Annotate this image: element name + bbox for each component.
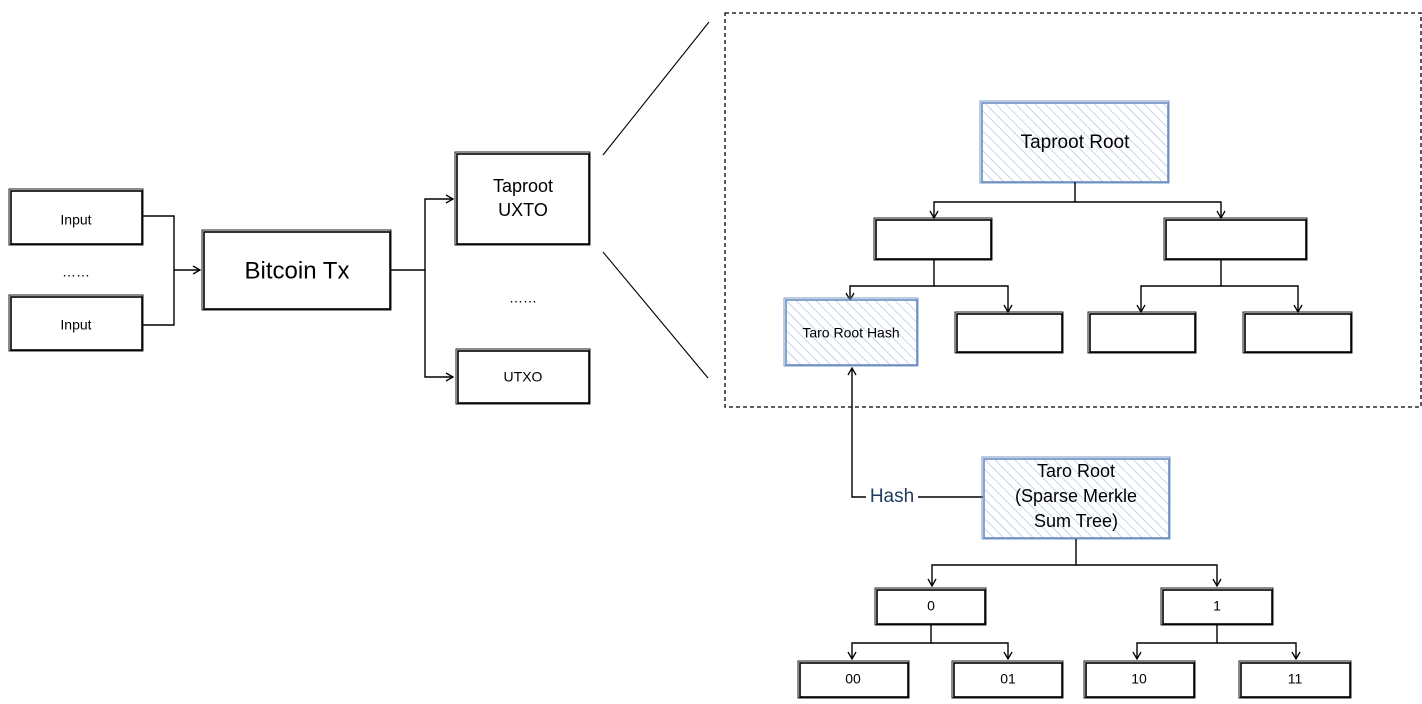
smst-node-0-label: 0 (927, 598, 935, 614)
smst-leaf-01[interactable]: 01 (951, 660, 1064, 699)
edge-taro-root-1 (1076, 564, 1222, 588)
taro-root-hash-label: Taro Root Hash (802, 325, 899, 341)
bitcoin-tx-label: Bitcoin Tx (245, 257, 350, 284)
zoom-line-top (602, 21, 710, 156)
edge-branch-left-taro-hash (845, 260, 935, 302)
taproot-leaf-2[interactable] (954, 311, 1064, 354)
taproot-uxto-node[interactable]: Taproot UXTO (454, 151, 591, 246)
input-node-2-label: Input (60, 317, 91, 333)
input-node-1-label: Input (60, 212, 91, 228)
input-node-2[interactable]: Input (8, 294, 144, 352)
edge-tx-utxo (424, 270, 455, 382)
smst-leaf-11-label: 11 (1288, 671, 1303, 687)
smst-leaf-10-label: 10 (1131, 671, 1147, 687)
smst-leaf-11[interactable]: 11 (1238, 660, 1352, 699)
edge-0-00 (847, 625, 932, 661)
taproot-uxto-label-line2: UXTO (498, 200, 548, 220)
edge-hash (847, 366, 983, 498)
taproot-tree-region (724, 12, 1422, 408)
input-node-1[interactable]: Input (8, 188, 144, 246)
inputs-ellipsis: …… (62, 264, 90, 280)
hash-label-bg (866, 484, 918, 508)
edge-0-01 (931, 642, 1013, 661)
taproot-branch-right[interactable] (1163, 217, 1308, 261)
smst-node-1-label: 1 (1213, 598, 1221, 614)
taro-root-node[interactable]: Taro Root (Sparse Merkle Sum Tree) (981, 456, 1171, 540)
smst-node-0[interactable]: 0 (874, 587, 987, 626)
smst-leaf-00[interactable]: 00 (797, 660, 910, 699)
edge-tx-taproot-uxto (391, 194, 455, 271)
taro-root-label-line3: Sum Tree) (1034, 511, 1118, 531)
taproot-branch-left[interactable] (873, 217, 993, 261)
edge-input2-tx (143, 270, 175, 326)
edge-taproot-root-right (1075, 201, 1226, 220)
edge-input1-tx (143, 215, 202, 275)
taproot-leaf-4[interactable] (1242, 311, 1353, 354)
taro-root-hash-node[interactable]: Taro Root Hash (783, 297, 919, 367)
outputs-ellipsis: …… (509, 290, 537, 306)
edge-taro-root-0 (927, 539, 1077, 588)
smst-leaf-00-label: 00 (845, 671, 861, 687)
smst-node-1[interactable]: 1 (1160, 587, 1274, 626)
edge-1-10 (1132, 625, 1218, 661)
smst-leaf-10[interactable]: 10 (1083, 660, 1196, 699)
utxo-node[interactable]: UTXO (455, 348, 591, 405)
edge-branch-right-leaf-b (1221, 285, 1303, 314)
taproot-root-node[interactable]: Taproot Root (979, 100, 1170, 184)
edge-branch-left-leaf (934, 285, 1013, 314)
edge-taproot-root-left (929, 182, 1076, 220)
taproot-uxto-label-line1: Taproot (493, 176, 553, 196)
edge-1-11 (1217, 642, 1301, 661)
zoom-line-bottom (602, 251, 709, 379)
taro-root-label-line2: (Sparse Merkle (1015, 486, 1137, 506)
taro-root-label-line1: Taro Root (1037, 461, 1115, 481)
smst-leaf-01-label: 01 (1000, 671, 1016, 687)
utxo-label: UTXO (504, 369, 543, 385)
taproot-root-label: Taproot Root (1021, 132, 1131, 153)
hash-label: Hash (870, 486, 914, 507)
bitcoin-tx-node[interactable]: Bitcoin Tx (201, 229, 392, 311)
edge-branch-right-leaf-a (1136, 260, 1222, 314)
taproot-leaf-3[interactable] (1087, 311, 1197, 354)
